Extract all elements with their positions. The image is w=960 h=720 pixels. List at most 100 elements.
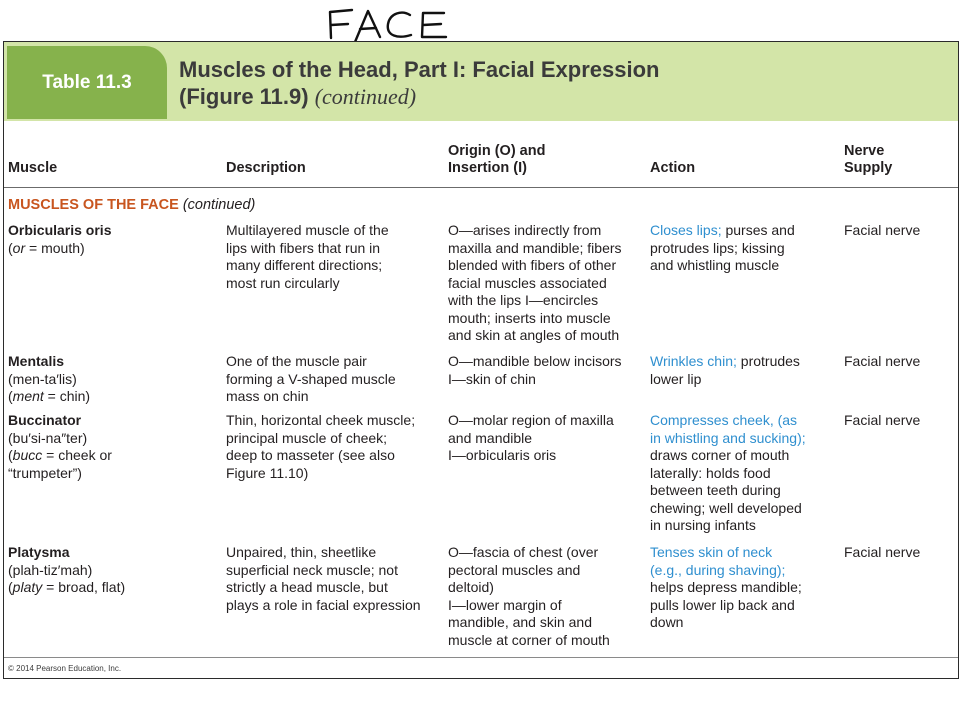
column-header-nerve-line2: Supply (844, 160, 893, 176)
muscle-etymology: (men-ta′lis) (8, 370, 77, 387)
action-line: Wrinkles chin; protrudes (650, 353, 800, 371)
description-cell-line: mass on chin (226, 388, 309, 404)
muscle-cell: Buccinator(bu′si-na″ter)(bucc = cheek or… (8, 412, 112, 482)
muscle-etymology: (or = mouth) (8, 239, 85, 256)
continued-label: (continued) (314, 84, 417, 109)
table-number-tag: Table 11.3 (7, 46, 167, 119)
action-primary: Compresses cheek, (as (650, 412, 798, 428)
root-word: platy (12, 579, 43, 595)
origin-insertion-cell-line: I—skin of chin (448, 370, 536, 387)
action-line: lower lip (650, 370, 702, 387)
muscle-etymology: “trumpeter”) (8, 464, 82, 481)
muscle-etymology: (bucc = cheek or (8, 447, 112, 463)
nerve-cell: Facial nerve (844, 544, 921, 560)
origin-insertion-cell-line: facial muscles associated (448, 274, 607, 291)
origin-insertion-cell-line: mouth; inserts into muscle (448, 309, 611, 326)
description-cell-line: deep to masseter (see also (226, 447, 395, 463)
action-primary: (e.g., during shaving); (650, 561, 786, 578)
table-title-line1: Muscles of the Head, Part I: Facial Expr… (179, 57, 660, 82)
origin-insertion-cell-line: O—molar region of maxilla (448, 412, 614, 428)
table-frame: Table 11.3 Muscles of the Head, Part I: … (3, 41, 959, 679)
handwritten-title (328, 8, 448, 44)
description-cell-line: Figure 11.10) (226, 464, 309, 481)
action-primary: Closes lips; (650, 222, 722, 238)
action-line: pulls lower lip back and (650, 596, 795, 613)
action-line: in nursing infants (650, 517, 756, 533)
table-title-line2: (Figure 11.9) (continued) (179, 83, 660, 110)
action-primary: Tenses skin of neck (650, 544, 773, 560)
origin-insertion-cell-line: I—lower margin of (448, 596, 562, 613)
origin-insertion-cell-line: muscle at corner of mouth (448, 631, 610, 648)
description-cell-line: strictly a head muscle, but (226, 579, 388, 595)
column-header-origin: Origin (O) and Insertion (I) (448, 143, 545, 177)
origin-insertion-cell-line: I—orbicularis oris (448, 447, 557, 463)
muscle-etymology: (bu′si-na″ter) (8, 429, 88, 446)
column-header-action: Action (650, 160, 696, 176)
action-primary: Wrinkles chin; (650, 353, 737, 369)
muscle-cell: Orbicularis oris(or = mouth) (8, 222, 111, 257)
origin-insertion-cell-line: with the lips I—encircles (448, 292, 599, 308)
muscle-name: Mentalis (8, 353, 65, 369)
action-secondary: purses and (721, 222, 795, 238)
footer-divider (4, 657, 958, 658)
figure-reference: (Figure 11.9) (179, 84, 309, 109)
nerve-cell: Facial nerve (844, 222, 921, 238)
header-divider (4, 187, 958, 188)
action-secondary: protrudes (736, 353, 800, 369)
muscle-cell: Mentalis(men-ta′lis)(ment = chin) (8, 353, 90, 406)
muscle-name: Orbicularis oris (8, 222, 112, 238)
root-word: ment (12, 388, 44, 404)
nerve-cell: Facial nerve (844, 353, 921, 369)
column-header-description: Description (226, 160, 306, 176)
muscle-etymology: (plah-tiz′mah) (8, 561, 93, 578)
table-number-label: Table 11.3 (42, 72, 132, 93)
origin-insertion-cell-line: O—fascia of chest (over (448, 544, 599, 560)
column-header-muscle: Muscle (8, 160, 58, 176)
description-cell-line: Unpaired, thin, sheetlike (226, 544, 377, 560)
origin-insertion-cell-line: O—mandible below incisors (448, 353, 622, 369)
description-cell-line: One of the muscle pair (226, 353, 367, 369)
origin-insertion-cell-line: deltoid) (448, 579, 494, 595)
action-line: down (650, 614, 684, 630)
column-header-nerve: Nerve Supply (844, 143, 892, 177)
action-line: draws corner of mouth (650, 447, 790, 463)
table-banner: Table 11.3 Muscles of the Head, Part I: … (4, 42, 958, 121)
action-line: helps depress mandible; (650, 579, 802, 595)
column-header-nerve-line1: Nerve (844, 143, 885, 159)
origin-insertion-cell-line: and skin at angles of mouth (448, 327, 620, 343)
root-word: bucc (12, 447, 43, 463)
action-line: laterally: holds food (650, 464, 771, 481)
action-line: between teeth during (650, 482, 781, 498)
origin-insertion-cell-line: mandible, and skin and (448, 614, 592, 630)
description-cell-line: plays a role in facial expression (226, 596, 421, 613)
description-cell-line: most run circularly (226, 274, 340, 291)
description-cell-line: superficial neck muscle; not (226, 561, 398, 578)
column-header-origin-line2: Insertion (I) (448, 160, 527, 176)
origin-insertion-cell-line: maxilla and mandible; fibers (448, 239, 622, 256)
description-cell-line: principal muscle of cheek; (226, 429, 388, 446)
description-cell-line: Thin, horizontal cheek muscle; (226, 412, 416, 428)
muscle-cell: Platysma(plah-tiz′mah)(platy = broad, fl… (8, 544, 125, 597)
origin-insertion-cell-line: blended with fibers of other (448, 257, 617, 273)
action-line: chewing; well developed (650, 499, 802, 516)
copyright-notice: © 2014 Pearson Education, Inc. (8, 664, 122, 673)
muscle-name: Platysma (8, 544, 70, 560)
section-label: MUSCLES OF THE FACE (8, 197, 179, 213)
action-cell: Tenses skin of neck(e.g., during shaving… (650, 544, 802, 632)
origin-insertion-cell-line: pectoral muscles and (448, 561, 581, 578)
description-cell-line: Multilayered muscle of the (226, 222, 389, 238)
root-word: or (12, 239, 26, 256)
table-title: Muscles of the Head, Part I: Facial Expr… (179, 56, 660, 110)
action-line: Closes lips; purses and (650, 222, 795, 240)
origin-insertion-cell-line: and mandible (448, 429, 533, 446)
muscle-etymology: (platy = broad, flat) (8, 579, 126, 595)
description-cell-line: many different directions; (226, 257, 383, 273)
